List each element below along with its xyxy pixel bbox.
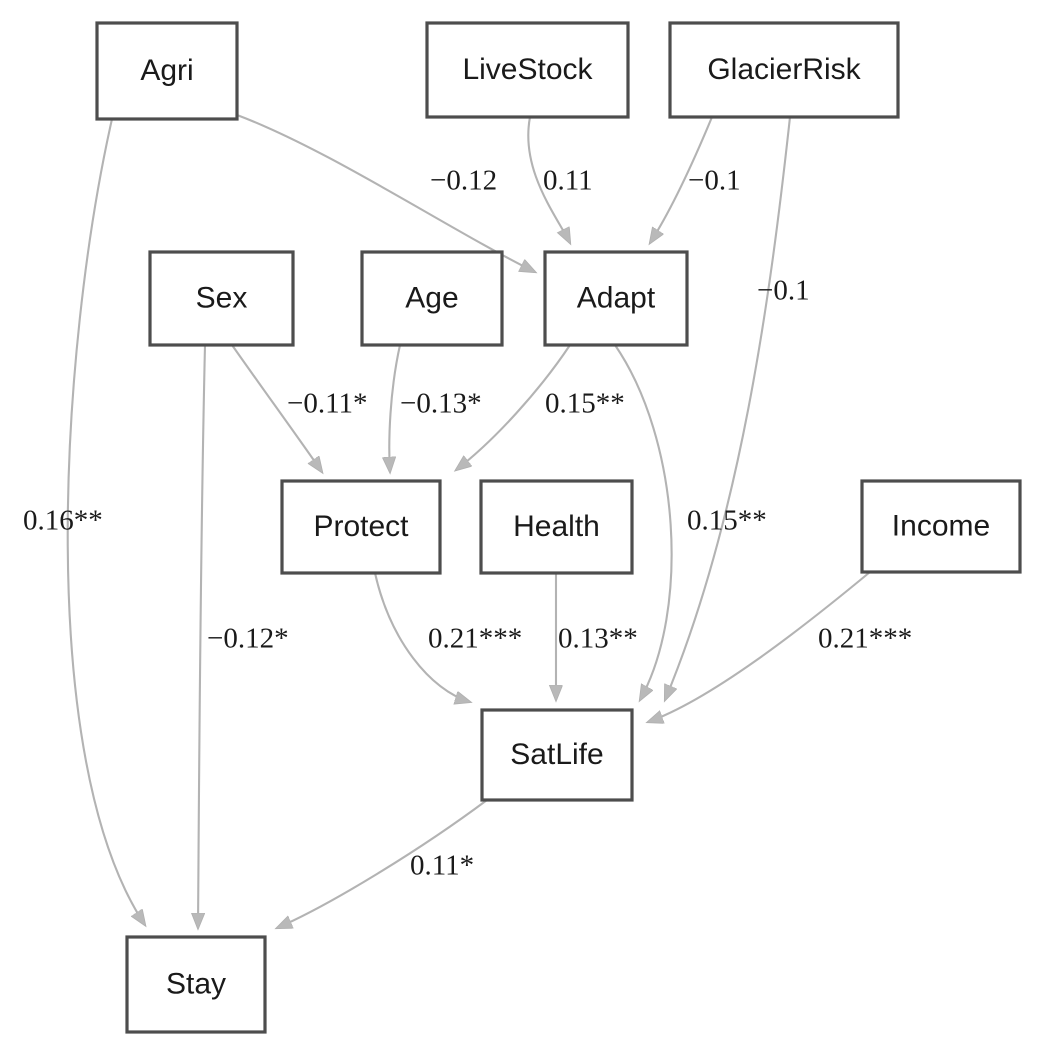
edge-label-glacierrisk-adapt: −0.1: [688, 165, 741, 197]
node-box-glacierrisk[interactable]: [668, 21, 900, 119]
node-box-agri[interactable]: [95, 21, 239, 121]
edge-protect-satlife: [373, 572, 470, 702]
node-income[interactable]: Income: [860, 479, 1022, 574]
node-label-glacierrisk: GlacierRisk: [707, 53, 861, 86]
edge-livestock-adapt: [527, 116, 570, 243]
edge-label-sex-protect: −0.11*: [287, 388, 368, 420]
edges-layer: [66, 114, 871, 928]
node-box-stay[interactable]: [125, 935, 267, 1034]
node-box-health[interactable]: [479, 479, 634, 575]
node-label-adapt: Adapt: [577, 281, 656, 314]
edge-sex-stay: [198, 344, 207, 928]
node-label-age: Age: [405, 281, 458, 314]
node-label-satlife: SatLife: [510, 738, 603, 771]
edge-income-satlife: [648, 571, 871, 722]
node-glacierrisk[interactable]: GlacierRisk: [668, 21, 900, 119]
node-satlife[interactable]: SatLife: [480, 708, 634, 802]
edge-label-age-protect: −0.13*: [400, 388, 482, 420]
node-stay[interactable]: Stay: [125, 935, 267, 1034]
node-adapt[interactable]: Adapt: [543, 250, 689, 347]
node-box-livestock[interactable]: [425, 21, 630, 119]
edge-agri-stay: [66, 118, 145, 925]
edge-label-adapt-protect: 0.15**: [545, 388, 625, 420]
node-protect[interactable]: Protect: [280, 479, 442, 575]
edge-label-agri-adapt: −0.12: [430, 165, 497, 197]
edge-label-income-satlife: 0.21***: [818, 623, 912, 655]
edge-adapt-satlife: [614, 344, 673, 700]
node-box-age[interactable]: [360, 250, 504, 347]
edge-age-protect: [389, 344, 402, 472]
node-label-protect: Protect: [313, 510, 409, 543]
node-sex[interactable]: Sex: [148, 250, 295, 347]
edge-label-satlife-stay: 0.11*: [410, 850, 474, 882]
edge-label-livestock-adapt: 0.11: [543, 165, 593, 197]
node-box-satlife[interactable]: [480, 708, 634, 802]
edge-glacierrisk-satlife: [665, 116, 792, 700]
edge-label-health-satlife: 0.13**: [558, 623, 638, 655]
edge-label-glacierrisk-satlife: −0.1: [757, 275, 810, 307]
edge-adapt-protect: [456, 344, 571, 470]
edge-labels-layer: −0.12 0.11 −0.1 −0.1 −0.11* −0.13* 0.15** 0.15*…: [23, 165, 912, 882]
node-label-health: Health: [513, 510, 600, 543]
node-livestock[interactable]: LiveStock: [425, 21, 630, 119]
node-box-sex[interactable]: [148, 250, 295, 347]
edge-label-adapt-satlife: 0.15**: [687, 505, 767, 537]
edge-satlife-stay: [277, 799, 488, 928]
edge-sex-protect: [231, 344, 322, 472]
node-age[interactable]: Age: [360, 250, 504, 347]
node-label-income: Income: [892, 509, 990, 542]
edge-glacierrisk-adapt: [650, 116, 713, 243]
node-health[interactable]: Health: [479, 479, 634, 575]
node-box-protect[interactable]: [280, 479, 442, 575]
edge-label-sex-stay: −0.12*: [207, 623, 289, 655]
edge-label-protect-satlife: 0.21***: [428, 623, 522, 655]
node-label-livestock: LiveStock: [462, 53, 593, 86]
node-agri[interactable]: Agri: [95, 21, 239, 121]
edge-label-agri-stay: 0.16**: [23, 505, 103, 537]
node-label-sex: Sex: [196, 281, 248, 314]
node-box-adapt[interactable]: [543, 250, 689, 347]
node-box-income[interactable]: [860, 479, 1022, 574]
node-label-stay: Stay: [166, 967, 226, 1000]
node-label-agri: Agri: [140, 54, 193, 87]
